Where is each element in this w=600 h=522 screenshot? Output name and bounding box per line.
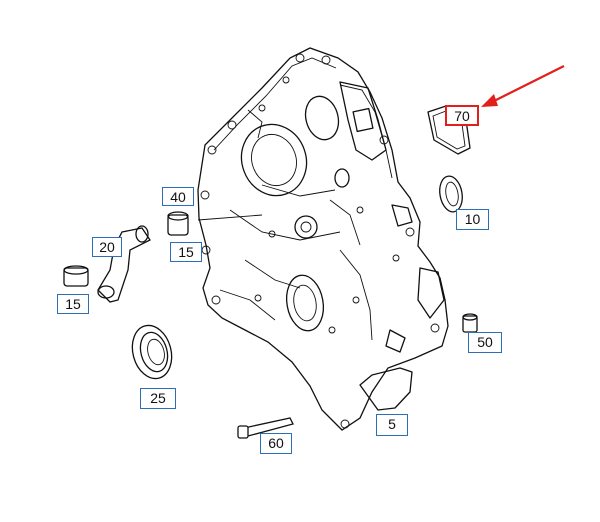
bolt-part — [237, 417, 294, 439]
hose-part — [97, 225, 151, 303]
dowel-part — [462, 313, 478, 333]
callout-70[interactable]: 70 — [445, 105, 479, 126]
indicator-arrow — [481, 65, 565, 107]
timing-case-cover — [197, 47, 449, 431]
callout-60[interactable]: 60 — [260, 433, 292, 454]
callout-25[interactable]: 25 — [140, 388, 176, 409]
callout-5[interactable]: 5 — [376, 414, 408, 436]
callout-40[interactable]: 40 — [162, 187, 194, 206]
shaft-seal-part — [131, 324, 173, 380]
callout-50[interactable]: 50 — [468, 332, 502, 353]
callout-20[interactable]: 20 — [92, 237, 122, 257]
callout-15-upper[interactable]: 15 — [170, 242, 202, 262]
callout-15-lower[interactable]: 15 — [57, 294, 89, 314]
callout-10[interactable]: 10 — [456, 209, 489, 230]
seal-ring-part — [439, 175, 463, 213]
bushing-lower-part — [63, 265, 89, 287]
